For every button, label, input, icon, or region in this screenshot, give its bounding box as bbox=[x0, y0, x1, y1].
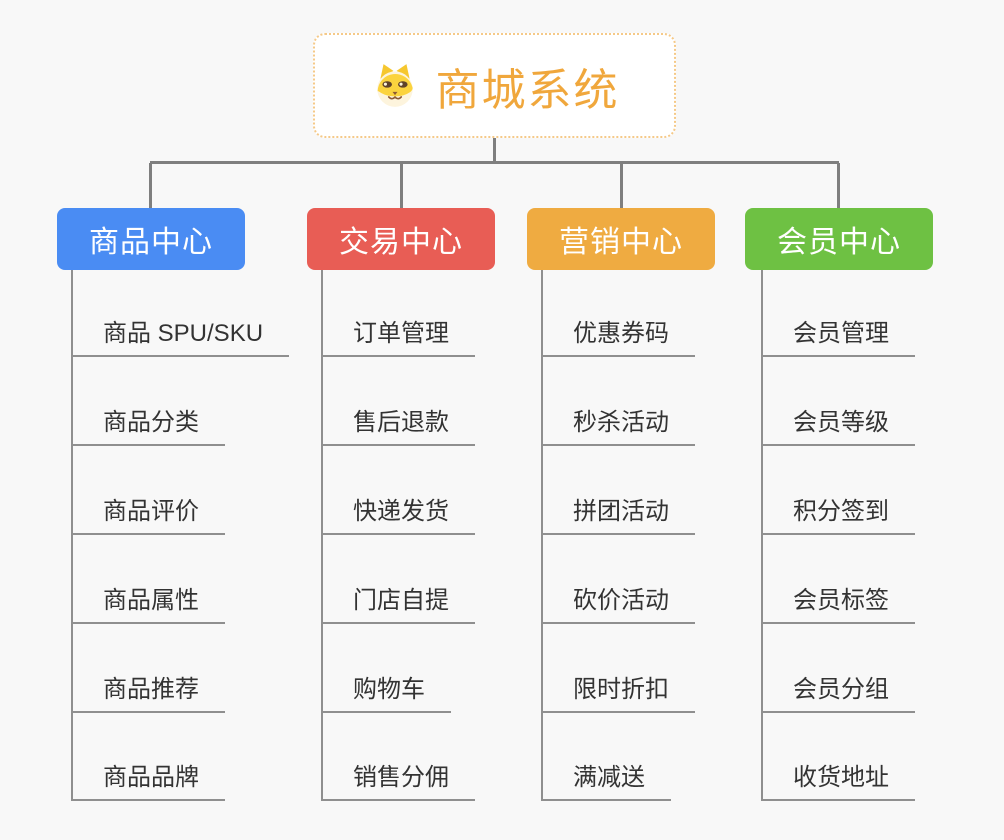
connector-stem-trade bbox=[400, 163, 403, 208]
leaf-node[interactable]: 快递发货 bbox=[321, 493, 475, 535]
trunk-members bbox=[761, 270, 763, 801]
root-title: 商城系统 bbox=[435, 65, 620, 115]
leaf-node[interactable]: 秒杀活动 bbox=[541, 404, 695, 446]
leaf-node[interactable]: 会员标签 bbox=[761, 582, 915, 624]
leaf-node[interactable]: 商品属性 bbox=[71, 582, 225, 624]
shiba-dog-icon bbox=[370, 61, 420, 111]
leaf-node[interactable]: 优惠券码 bbox=[541, 315, 695, 357]
branch-label: 会员中心 bbox=[777, 226, 901, 259]
branch-node-products[interactable]: 商品中心 bbox=[57, 208, 245, 270]
connector-stem-products bbox=[149, 163, 152, 208]
leaf-node[interactable]: 满减送 bbox=[541, 759, 671, 801]
leaf-node[interactable]: 会员分组 bbox=[761, 671, 915, 713]
leaf-node[interactable]: 会员等级 bbox=[761, 404, 915, 446]
leaf-node[interactable]: 购物车 bbox=[321, 671, 451, 713]
leaf-node[interactable]: 商品品牌 bbox=[71, 759, 225, 801]
leaf-node[interactable]: 拼团活动 bbox=[541, 493, 695, 535]
leaf-node[interactable]: 销售分佣 bbox=[321, 759, 475, 801]
leaf-node[interactable]: 商品分类 bbox=[71, 404, 225, 446]
connector-bus bbox=[150, 161, 839, 164]
branch-node-trade[interactable]: 交易中心 bbox=[307, 208, 495, 270]
leaf-node[interactable]: 限时折扣 bbox=[541, 671, 695, 713]
branch-node-members[interactable]: 会员中心 bbox=[745, 208, 933, 270]
branch-label: 商品中心 bbox=[89, 226, 213, 259]
connector-root-stem bbox=[493, 137, 496, 163]
leaf-node[interactable]: 售后退款 bbox=[321, 404, 475, 446]
leaf-node[interactable]: 商品推荐 bbox=[71, 671, 225, 713]
root-node[interactable]: 商城系统 bbox=[313, 33, 676, 138]
branch-label: 交易中心 bbox=[339, 226, 463, 259]
leaf-node[interactable]: 会员管理 bbox=[761, 315, 915, 357]
leaf-node[interactable]: 订单管理 bbox=[321, 315, 475, 357]
leaf-node[interactable]: 门店自提 bbox=[321, 582, 475, 624]
leaf-node[interactable]: 积分签到 bbox=[761, 493, 915, 535]
branch-node-marketing[interactable]: 营销中心 bbox=[527, 208, 715, 270]
connector-stem-marketing bbox=[620, 163, 623, 208]
leaf-node[interactable]: 砍价活动 bbox=[541, 582, 695, 624]
leaf-node[interactable]: 商品 SPU/SKU bbox=[71, 315, 290, 357]
connector-stem-members bbox=[837, 163, 840, 208]
leaf-node[interactable]: 商品评价 bbox=[71, 493, 225, 535]
trunk-marketing bbox=[541, 270, 543, 801]
trunk-trade bbox=[321, 270, 323, 801]
leaf-node[interactable]: 收货地址 bbox=[761, 759, 915, 801]
trunk-products bbox=[71, 270, 73, 801]
branch-label: 营销中心 bbox=[559, 226, 683, 259]
